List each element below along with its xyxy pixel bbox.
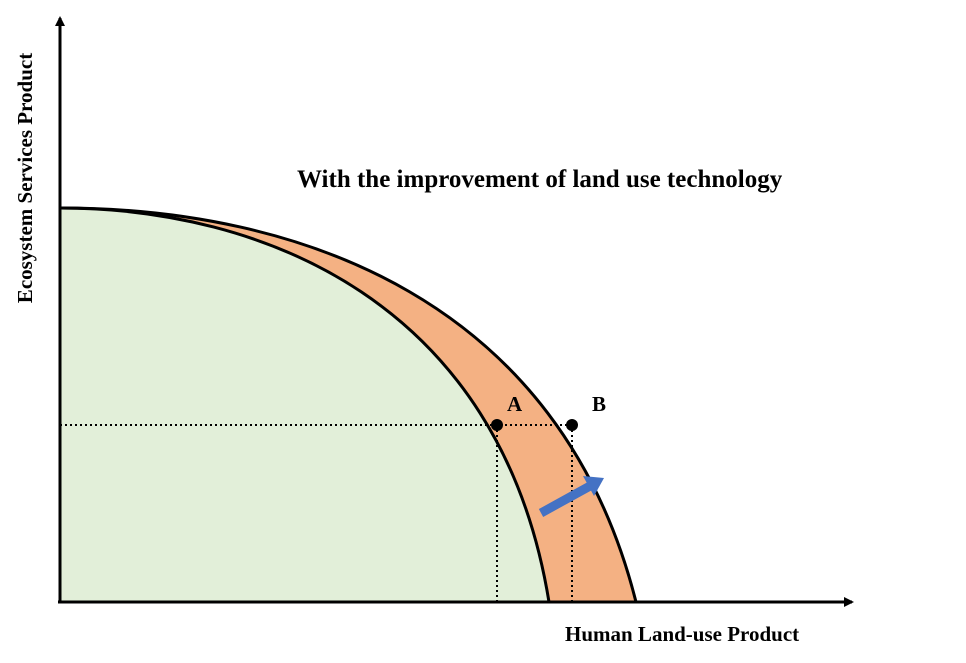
inner-frontier-curve bbox=[59, 206, 551, 603]
x-axis-label: Human Land-use Product bbox=[565, 622, 799, 646]
point-a-label: A bbox=[507, 392, 523, 416]
inner-frontier-area bbox=[60, 208, 549, 602]
y-axis-label: Ecosystem Services Product bbox=[13, 53, 37, 303]
shift-arrow-icon bbox=[538, 476, 604, 517]
point-a bbox=[491, 419, 503, 431]
point-b bbox=[566, 419, 578, 431]
diagram-title: With the improvement of land use technol… bbox=[297, 166, 783, 193]
point-b-label: B bbox=[592, 392, 606, 416]
